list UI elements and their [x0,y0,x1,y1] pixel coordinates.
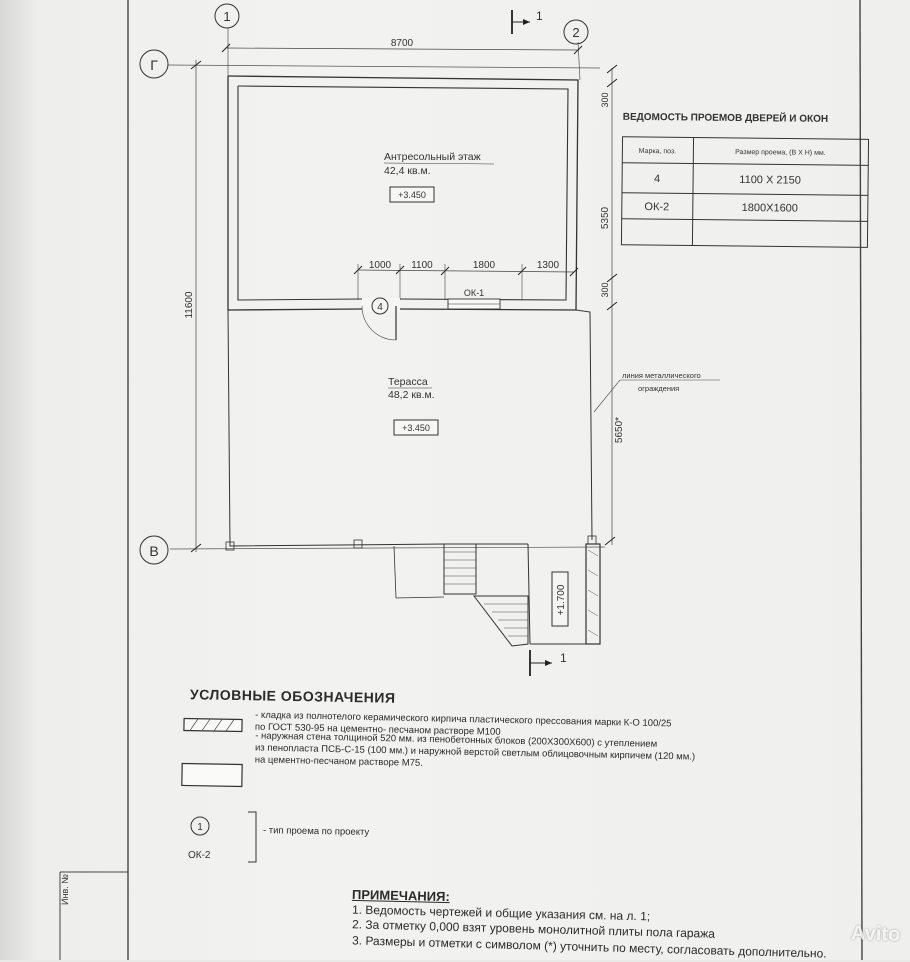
schedule-row1-size: 1100 X 2150 [739,174,801,187]
legend-opening-text: - тип проема по проекту [262,825,370,838]
legend-opening-mark: ОК-2 [188,850,211,861]
dim-right-3: 300 [600,282,610,297]
mezzanine-room: Антресольный этаж 42,4 кв.м. +3.450 [383,151,495,203]
section-mark-bottom-label: 1 [560,651,567,665]
door-4-label: 4 [377,302,383,313]
axis-g-line [167,64,601,69]
dim-right-1: 300 [600,92,610,107]
schedule-header-mark: Марка, поз. [639,148,677,155]
dim-overall-width-label: 8700 [391,38,414,49]
railing-label-2: ограждения [638,384,679,393]
dim-overall-height: 11600 [184,60,202,553]
dim-overall-height-label: 11600 [184,291,195,319]
railing-leader: линия металлического ограждения [593,371,720,413]
axis-2-label: 2 [572,25,579,40]
legend-symbol-brick [183,717,243,733]
axis-v-label: В [149,543,158,559]
axis-bubble-2: 2 [563,19,589,45]
schedule-header-size: Размер проема, (В Х Н) мм. [735,149,826,157]
legend-symbol-wall [181,762,243,788]
mezzanine-name: Антресольный этаж [384,151,481,163]
door-4: 4 [361,297,400,341]
terrace-room: Терасса 48,2 кв.м. +3.450 [388,376,439,436]
terrace-outline [225,309,597,599]
axis-2-line [577,41,581,81]
terrace-area: 48,2 кв.м. [388,389,435,401]
schedule-row2-size: 1800X1600 [742,202,798,215]
window-ok1-label: ОК-1 [464,288,484,298]
dim-right-4: 5650* [614,417,625,443]
dim-seg-1: 1000 [369,260,392,271]
schedule-row1-mark: 4 [654,173,660,185]
mezzanine-area: 42,4 кв.м. [384,165,431,177]
dim-right-2: 5350 [600,206,611,229]
schedule-row2-mark: ОК-2 [644,201,669,213]
watermark: Avito [850,922,901,946]
stair-level-label: +1.700 [556,584,567,615]
axis-bubble-g: Г [139,49,169,79]
axis-g-label: Г [150,57,158,73]
axis-v-line [169,546,606,550]
terrace-name: Терасса [388,376,428,388]
sheet-frame-right [859,0,863,960]
staircase: +1.700 [443,543,601,647]
dim-inner-chain: 1000 1100 1800 1300 [353,260,579,300]
railing-label-1: линия металлического [622,371,701,380]
dim-seg-2: 1100 [411,260,433,271]
section-mark-bottom: 1 [529,650,567,676]
stamp-inventory-label: Инв. № [60,874,70,905]
section-mark-top: 1 [511,9,543,34]
dim-seg-4: 1300 [537,260,560,271]
notes-title: ПРИМЕЧАНИЯ: [351,886,450,905]
window-ok1: ОК-1 [447,288,501,310]
mezzanine-level: +3.450 [398,190,426,200]
dim-overall-width: 8700 [221,38,583,55]
section-mark-top-label: 1 [536,9,543,23]
dim-seg-3: 1800 [473,260,496,271]
legend-opening-circle-label: 1 [197,822,203,833]
dim-right-chain: 300 5350 300 5650* [600,64,625,546]
terrace-level: +3.450 [402,423,430,433]
legend-symbol-opening: 1 ОК-2 [188,811,257,863]
schedule-title: ВЕДОМОСТЬ ПРОЕМОВ ДВЕРЕЙ И ОКОН [623,110,829,125]
axis-bubble-v: В [139,535,169,565]
opening-schedule: ВЕДОМОСТЬ ПРОЕМОВ ДВЕРЕЙ И ОКОН Марка, п… [620,110,870,248]
axis-bubble-1: 1 [214,3,240,29]
axis-1-label: 1 [223,9,230,24]
